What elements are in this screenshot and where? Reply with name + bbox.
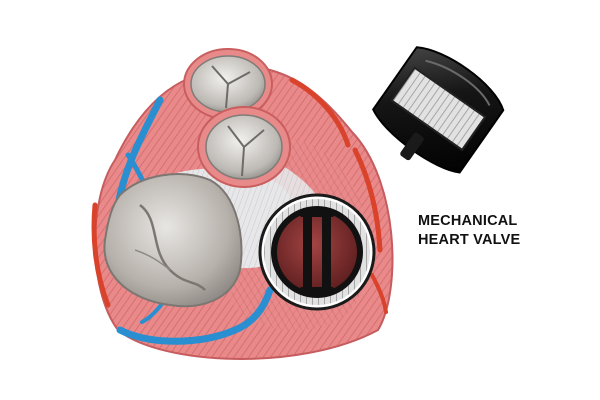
pulmonary-valve xyxy=(183,48,273,120)
mechanical-valve-top-view xyxy=(258,193,376,311)
aortic-valve xyxy=(197,106,291,188)
coronary-vessels xyxy=(91,77,388,345)
mechanical-valve-side-view xyxy=(372,46,505,174)
label-line-1: MECHANICAL xyxy=(418,213,518,229)
label-line-2: HEART VALVE xyxy=(418,232,521,248)
mechanical-heart-valve-label: MECHANICAL HEART VALVE xyxy=(418,212,568,250)
mitral-valve xyxy=(103,173,243,308)
